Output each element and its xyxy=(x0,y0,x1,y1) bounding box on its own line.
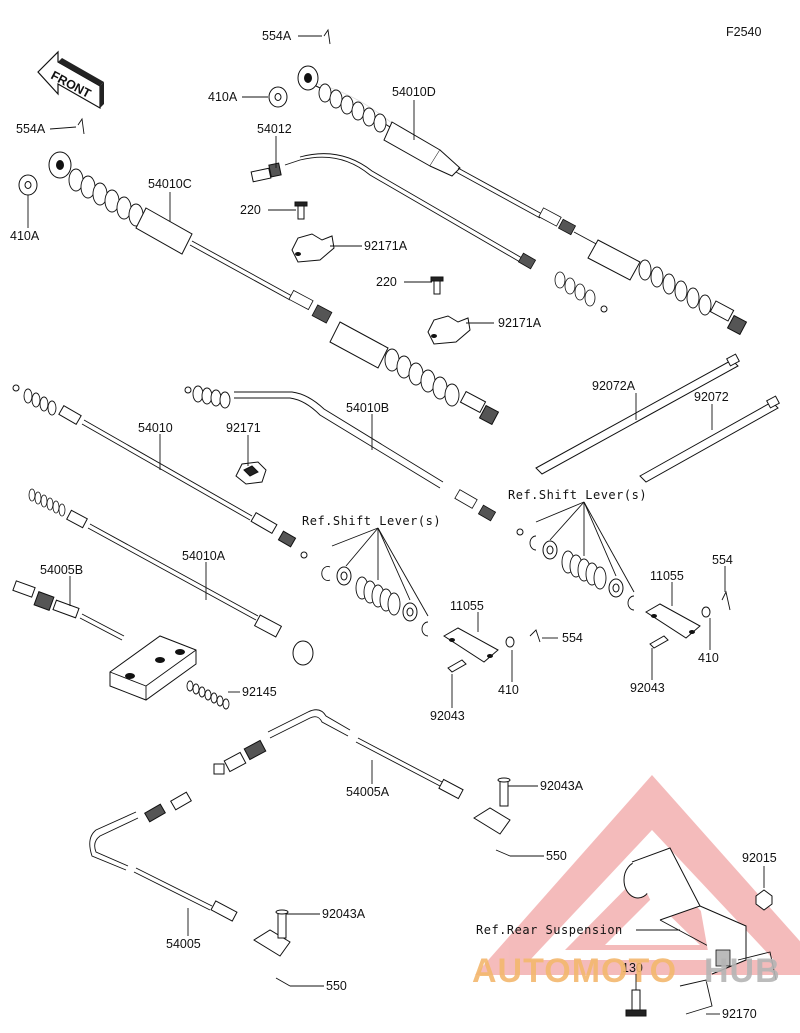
label-11055-a: 11055 xyxy=(450,599,484,613)
clamp-92171a-a xyxy=(291,201,335,263)
cable-54012 xyxy=(250,153,608,313)
clip-554a-left xyxy=(77,117,85,135)
watermark-text-red: AUTOMOTO xyxy=(472,952,677,990)
label-54005a: 54005A xyxy=(346,785,390,799)
label-130: 130 xyxy=(622,961,643,975)
label-550-a: 550 xyxy=(546,849,567,863)
label-54010b: 54010B xyxy=(346,401,389,415)
label-410a-left: 410A xyxy=(10,229,40,243)
cable-54010c xyxy=(48,151,500,426)
label-92145: 92145 xyxy=(242,685,277,699)
label-92171a-a: 92171A xyxy=(364,239,408,253)
rear-suspension-bracket xyxy=(623,847,777,1017)
label-92171a-b: 92171A xyxy=(498,316,542,330)
label-92170: 92170 xyxy=(722,1007,757,1021)
label-92043a-b: 92043A xyxy=(322,907,366,921)
label-220-b: 220 xyxy=(376,275,397,289)
label-54005: 54005 xyxy=(166,937,201,951)
clip-554a-top xyxy=(323,28,331,45)
bracket xyxy=(109,635,197,701)
label-ref-shift-2: Ref.Shift Lever(s) xyxy=(508,488,647,502)
clamp-92171a-b xyxy=(427,276,471,345)
label-11055-b: 11055 xyxy=(650,569,684,583)
front-arrow-icon: FRONT xyxy=(37,50,104,110)
label-54010d: 54010D xyxy=(392,85,436,99)
shift-parts-right xyxy=(529,535,731,649)
label-92072a: 92072A xyxy=(592,379,636,393)
label-554: 554 xyxy=(712,553,733,567)
washer-410a-top xyxy=(268,86,288,108)
spring-92145 xyxy=(186,680,230,710)
cable-54010 xyxy=(12,384,308,559)
label-54010: 54010 xyxy=(138,421,173,435)
label-92043-a: 92043 xyxy=(430,709,465,723)
label-ref-rear: Ref.Rear Suspension xyxy=(476,923,623,937)
label-ref-shift-1: Ref.Shift Lever(s) xyxy=(302,514,441,528)
label-92072: 92072 xyxy=(694,390,729,404)
label-92043-b: 92043 xyxy=(630,681,665,695)
part-labels: F2540 554A 410A 554A 410A 54010D 54012 5… xyxy=(10,25,777,1021)
label-410-b: 410 xyxy=(698,651,719,665)
label-54012: 54012 xyxy=(257,122,292,136)
cable-54005b xyxy=(12,580,125,641)
clamp-92171 xyxy=(235,461,267,485)
label-554-mid: 554 xyxy=(562,631,583,645)
label-92171: 92171 xyxy=(226,421,261,435)
label-410-a: 410 xyxy=(498,683,519,697)
label-54010a: 54010A xyxy=(182,549,226,563)
leader-lines xyxy=(27,35,765,1015)
diagram-code: F2540 xyxy=(726,25,761,39)
tie-92072a xyxy=(535,353,740,475)
label-410a-top: 410A xyxy=(208,90,238,104)
clip-554-mid xyxy=(529,629,541,643)
label-54010c: 54010C xyxy=(148,177,192,191)
cable-54010d xyxy=(297,65,748,336)
cable-54010b xyxy=(184,385,524,536)
label-550-b: 550 xyxy=(326,979,347,993)
watermark-text-grey: HUB xyxy=(704,952,781,990)
tie-92072 xyxy=(639,395,780,483)
watermark-text: AUTOMOTO HUB xyxy=(472,952,781,990)
label-554a-top: 554A xyxy=(262,29,292,43)
label-554a-left: 554A xyxy=(16,122,46,136)
shift-parts-left xyxy=(321,566,515,673)
label-92043a-a: 92043A xyxy=(540,779,584,793)
washer-410a-left xyxy=(18,174,38,196)
label-92015: 92015 xyxy=(742,851,777,865)
cable-54005a xyxy=(213,709,511,857)
cable-54005 xyxy=(89,791,291,987)
cable-54010a xyxy=(28,488,314,666)
label-220-a: 220 xyxy=(240,203,261,217)
label-54005b: 54005B xyxy=(40,563,83,577)
